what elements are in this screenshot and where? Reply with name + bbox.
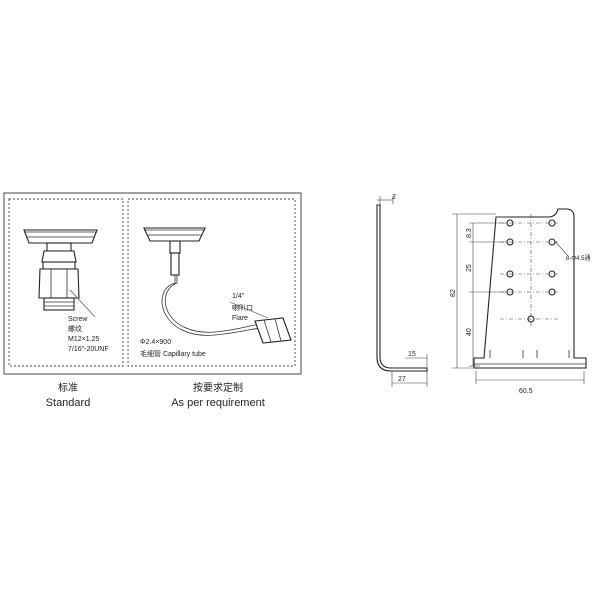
standard-dashed-frame: [8, 198, 124, 367]
requirement-cn-caption: 按要求定制: [193, 381, 243, 394]
dim-depth: 27: [398, 376, 406, 383]
standard-cn-caption: 标准: [58, 382, 78, 394]
flare-size-label: 1/4": [232, 293, 245, 300]
dim-hole-spacing-1: 8.3: [466, 228, 473, 238]
requirement-dashed-frame: [127, 198, 296, 367]
flare-label: Flare: [232, 315, 248, 322]
flare-cn-label: 喇叭口: [232, 303, 253, 312]
screw-cn-label: 螺纹: [68, 324, 82, 333]
dim-foot: 15: [408, 351, 416, 358]
standard-en-caption: Standard: [46, 397, 91, 409]
dim-lower: 40: [466, 328, 473, 336]
sensor-variants-panel: Screw 螺纹 M12×1.25 7/16"-20UNF 1/4" 喇叭口 F…: [3, 192, 302, 375]
holes-label: 8-Φ4.5通: [566, 254, 590, 262]
bracket-front-view: [452, 208, 587, 384]
dim-width: 60.5: [519, 388, 533, 395]
capillary-tube-label: 毛细管 Capillary tube: [140, 349, 206, 358]
bracket-side-view: [376, 196, 428, 387]
capillary-sensor: [143, 227, 292, 344]
standard-sensor: [23, 229, 98, 318]
dim-hole-spacing-2: 25: [466, 264, 473, 272]
dim-height: 82: [450, 289, 457, 297]
panel-frame: [3, 192, 302, 375]
thread-unf-label: 7/16"-20UNF: [68, 346, 109, 353]
thread-metric-label: M12×1.25: [68, 336, 99, 343]
screw-label: Screw: [68, 316, 88, 323]
requirement-en-caption: As per requirement: [171, 397, 265, 409]
dim-thickness: 2: [392, 194, 396, 201]
tube-size-label: Φ2.4×900: [140, 339, 171, 346]
